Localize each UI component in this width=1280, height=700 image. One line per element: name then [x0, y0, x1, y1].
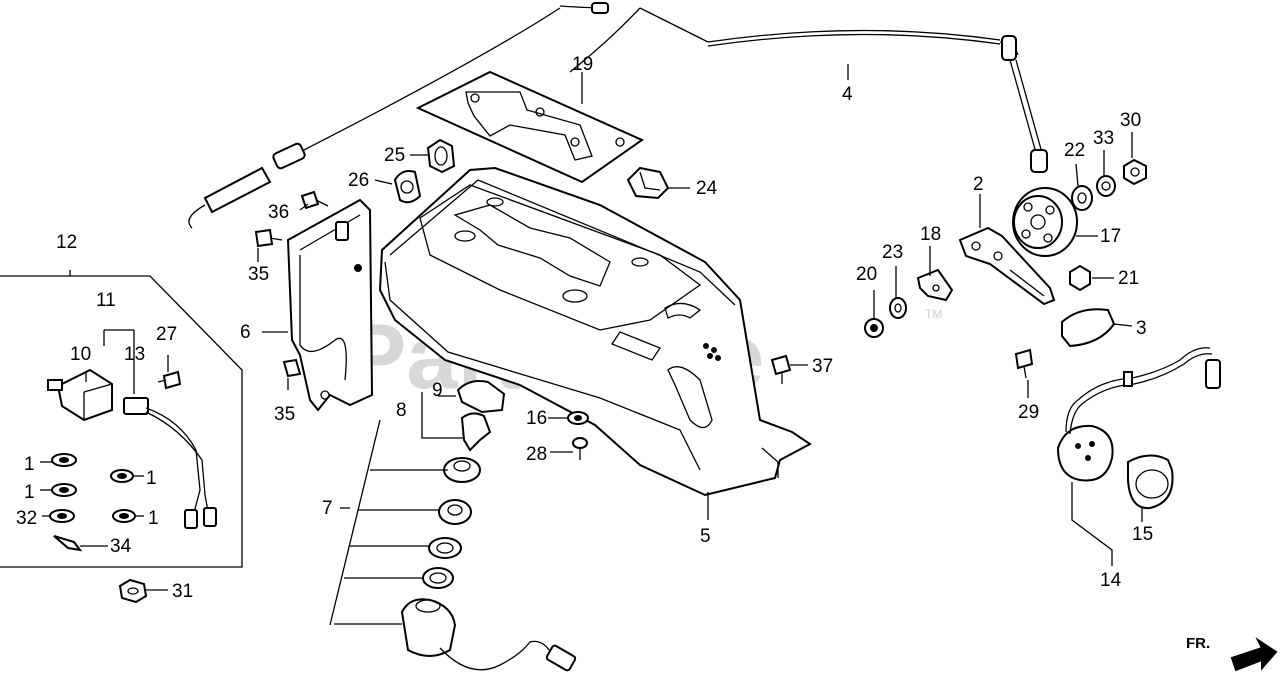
part-31-nut	[118, 578, 148, 604]
part-6-bracket	[286, 198, 374, 412]
callout-21: 21	[1118, 268, 1139, 289]
part-22-washer	[1071, 185, 1093, 211]
part-14-buzzer	[1056, 347, 1221, 482]
callout-23: 23	[882, 242, 903, 263]
leader-lines	[40, 64, 1143, 626]
part-34-terminal	[53, 535, 83, 552]
callout-25: 25	[384, 145, 405, 166]
part-7-ignition-switch	[400, 457, 577, 672]
callout-26: 26	[348, 170, 369, 191]
part-35-bolt-upper	[254, 228, 283, 248]
callout-17: 17	[1100, 226, 1121, 247]
callout-31: 31	[172, 581, 193, 602]
watermark-tm: TM	[925, 307, 942, 321]
callout-35-lower: 35	[274, 404, 295, 425]
callout-18: 18	[920, 224, 941, 245]
callout-1d: 1	[148, 508, 159, 529]
callout-5: 5	[700, 526, 711, 547]
fr-label: FR.	[1186, 635, 1210, 652]
part-9-key-cover	[456, 380, 506, 414]
callout-4: 4	[842, 84, 853, 105]
part-21-nut	[1069, 264, 1091, 292]
callout-3: 3	[1136, 318, 1147, 339]
callout-10: 10	[70, 344, 91, 365]
callout-9: 9	[432, 380, 443, 401]
callout-27: 27	[156, 324, 177, 345]
part-29-screw	[1014, 348, 1034, 379]
callout-20: 20	[856, 264, 877, 285]
callout-11: 11	[96, 290, 116, 311]
part-19-shift-plate	[415, 70, 645, 184]
part-13-relay-harness	[123, 397, 217, 529]
part-36-bolt	[300, 190, 329, 210]
callout-22: 22	[1064, 140, 1085, 161]
callout-12: 12	[56, 232, 77, 253]
part-1-grommets	[51, 453, 136, 523]
part-10-relay	[47, 368, 113, 422]
part-33-washer	[1096, 175, 1116, 197]
callout-37: 37	[812, 356, 833, 377]
part-3-cap	[1061, 308, 1116, 348]
callout-7: 7	[322, 498, 333, 519]
part-16-washer	[567, 411, 589, 425]
callout-35-upper: 35	[248, 264, 269, 285]
callout-15: 15	[1132, 524, 1153, 545]
callout-2: 2	[973, 174, 984, 195]
part-23-washer	[889, 297, 907, 319]
part-37-bolt	[770, 354, 792, 384]
callout-33: 33	[1093, 128, 1114, 149]
part-26-bushing	[393, 170, 422, 204]
part-8-key	[460, 412, 492, 452]
callout-8: 8	[396, 400, 407, 421]
part-12-relay-kit-box	[0, 275, 243, 568]
part-17-pulley	[1012, 187, 1078, 257]
callout-24: 24	[696, 178, 718, 199]
part-24-clamp	[626, 166, 670, 200]
part-20-washer	[864, 318, 884, 338]
callout-29: 29	[1018, 402, 1039, 423]
callout-14: 14	[1100, 570, 1122, 591]
part-15-buzzer-cover	[1127, 454, 1174, 510]
part-30-nut	[1123, 158, 1147, 186]
part-4-cable	[188, 2, 1048, 229]
part-2-lever	[958, 226, 1056, 306]
part-18-bracket	[916, 268, 954, 302]
callout-16: 16	[526, 408, 547, 429]
callout-32: 32	[16, 508, 37, 529]
callout-34: 34	[110, 536, 132, 557]
part-28-screw	[572, 437, 588, 460]
callout-30: 30	[1120, 110, 1141, 131]
callout-1c: 1	[146, 468, 157, 489]
callout-1a: 1	[24, 454, 35, 475]
callout-1b: 1	[24, 482, 35, 503]
callout-6: 6	[240, 322, 251, 343]
callout-19: 19	[572, 54, 593, 75]
callout-36: 36	[268, 202, 289, 223]
part-25-bushing	[426, 138, 456, 174]
callout-28: 28	[526, 444, 547, 465]
part-32-grommet	[49, 509, 75, 523]
fr-direction-arrow: FR.	[1186, 635, 1278, 672]
callouts: 19 4 25 26 24 36 35 6 35 27 12 11 10 13 …	[16, 54, 1153, 602]
callout-13: 13	[124, 344, 145, 365]
part-35-bolt-lower	[282, 358, 302, 378]
part-5-console-housing	[378, 166, 812, 497]
part-27-screw	[157, 370, 182, 390]
